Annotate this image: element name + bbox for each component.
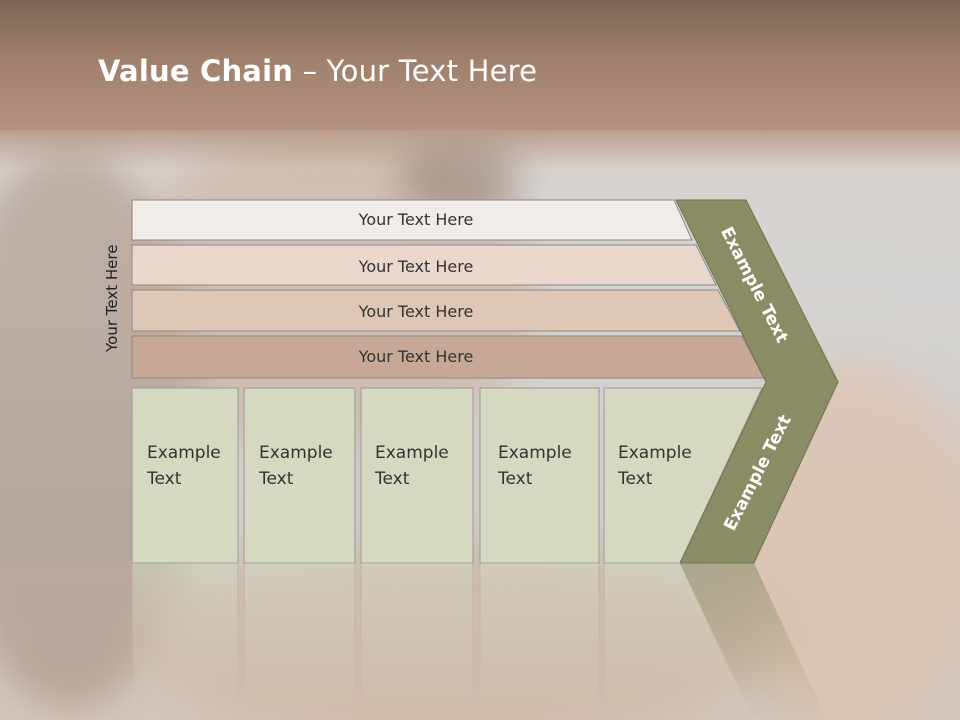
reflection-chevron: [680, 563, 827, 720]
box-2-line1: Example: [259, 443, 333, 463]
box-4-shape: [479, 387, 600, 564]
box-2-line2: Text: [258, 469, 294, 489]
box-4[interactable]: Example Text: [479, 387, 600, 564]
bar-4[interactable]: Your Text Here: [131, 335, 765, 379]
box-1-line1: Example: [147, 443, 221, 463]
header-band: [0, 0, 960, 130]
box-1[interactable]: Example Text: [131, 387, 239, 564]
bar-3-shape: [131, 289, 741, 332]
reflection-box-1: [131, 562, 239, 720]
reflection-box-4: [479, 562, 600, 720]
box-4-line1: Example: [498, 443, 572, 463]
reflection-box-3: [360, 562, 474, 720]
box-3[interactable]: Example Text: [360, 387, 474, 564]
box-1-line2: Text: [146, 469, 182, 489]
reflection: [131, 562, 827, 720]
bar-3[interactable]: Your Text Here: [131, 289, 741, 332]
box-5-line1: Example: [618, 443, 692, 463]
bar-2-shape: [131, 244, 717, 286]
box-4-line2: Text: [497, 469, 533, 489]
bar-4-label: Your Text Here: [358, 347, 474, 366]
box-3-line2: Text: [374, 469, 410, 489]
bar-3-label: Your Text Here: [358, 302, 474, 321]
box-2[interactable]: Example Text: [243, 387, 356, 564]
bar-1-shape: [131, 199, 693, 241]
bar-2[interactable]: Your Text Here: [131, 244, 717, 286]
slide-title: Value Chain – Your Text Here: [98, 54, 537, 88]
bar-1[interactable]: Your Text Here: [131, 199, 693, 241]
reflection-box-2: [243, 562, 356, 720]
box-5-line2: Text: [617, 469, 653, 489]
bar-1-label: Your Text Here: [358, 210, 474, 229]
box-3-line1: Example: [375, 443, 449, 463]
title-bold: Value Chain: [98, 54, 294, 88]
bar-2-label: Your Text Here: [358, 257, 474, 276]
header-fade: [0, 125, 960, 170]
title-rest: – Your Text Here: [293, 54, 538, 88]
box-2-shape: [243, 387, 356, 564]
box-3-shape: [360, 387, 474, 564]
